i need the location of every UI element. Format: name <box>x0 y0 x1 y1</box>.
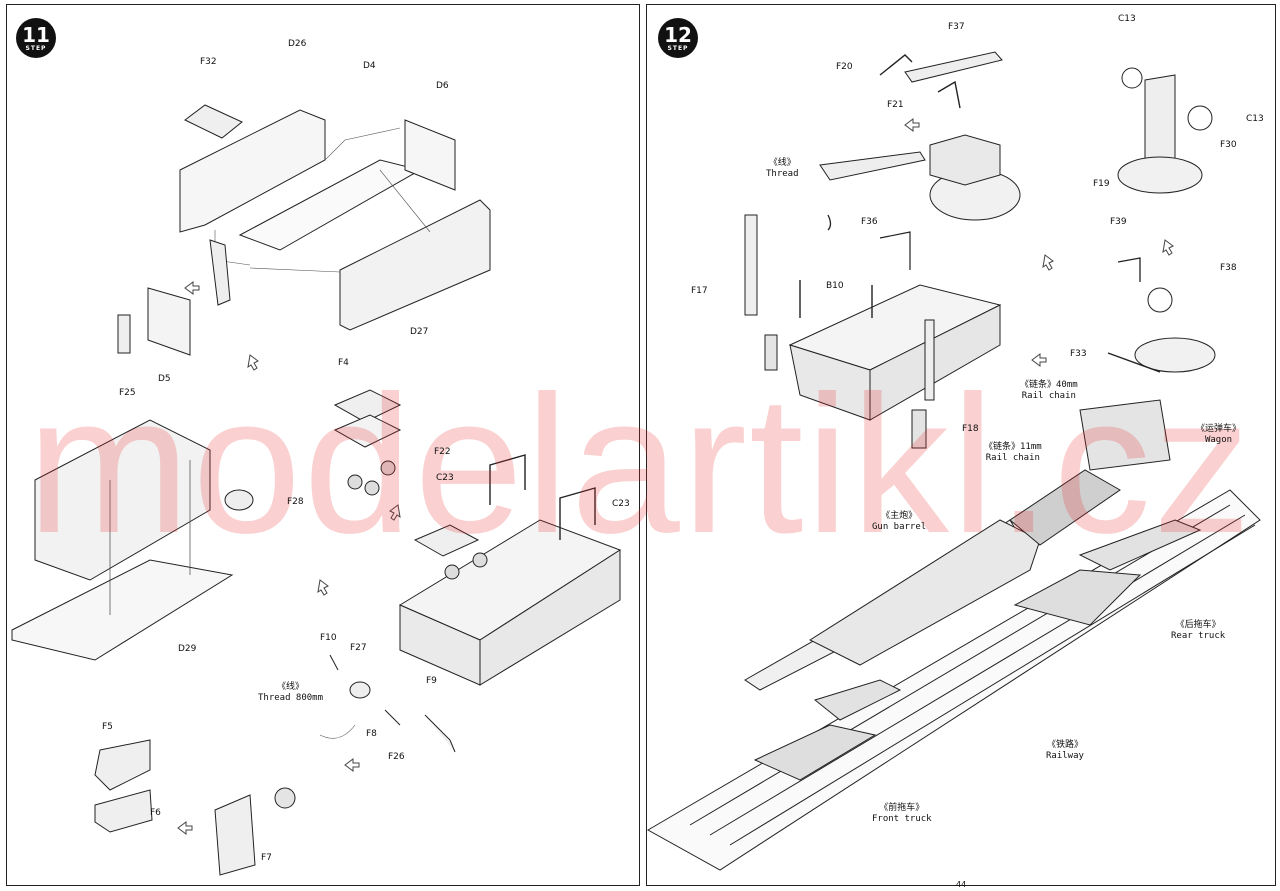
front-cn: 《前拖车》 <box>879 803 925 813</box>
step-number: 12 <box>664 22 692 47</box>
chain-en: Rail chain <box>1021 391 1076 401</box>
label-F37: F37 <box>948 22 965 32</box>
label-F27: F27 <box>350 643 367 653</box>
rammer-arm-F37 <box>879 51 1003 109</box>
label-D29: D29 <box>178 644 197 654</box>
label-F5: F5 <box>102 722 113 732</box>
loading-tray-F36 <box>819 134 1021 231</box>
label-railway: 《铁路》 Railway <box>1046 740 1084 762</box>
label-C13-top: C13 <box>1118 14 1136 24</box>
label-rail-chain-11mm: 《链条》11mm Rail chain <box>984 442 1042 464</box>
label-C23-left: C23 <box>436 473 454 483</box>
hull-frame-assembly <box>179 104 491 331</box>
rear-cn: 《后拖车》 <box>1175 620 1221 630</box>
label-F8: F8 <box>366 729 377 739</box>
bogie-F4-F22 <box>333 389 402 496</box>
label-rail-chain-40mm: 《链条》40mm Rail chain <box>1020 380 1078 402</box>
direction-arrows-12 <box>904 118 1174 367</box>
label-F9: F9 <box>426 676 437 686</box>
label-F25: F25 <box>119 388 136 398</box>
label-wagon: 《运弹车》 Wagon <box>1196 424 1241 446</box>
label-F39: F39 <box>1110 217 1127 227</box>
coupler-F7 <box>214 787 296 876</box>
hoist-F38-F39 <box>1107 257 1216 373</box>
part-F28 <box>224 489 254 511</box>
chain-cn: 《链条》40mm <box>1020 380 1078 390</box>
thread-en: Thread 800mm <box>258 693 324 703</box>
label-rear-truck: 《后拖车》 Rear truck <box>1171 620 1225 642</box>
wagon-cn: 《运弹车》 <box>1196 424 1242 434</box>
label-D27: D27 <box>410 327 429 337</box>
front-truck <box>753 679 902 781</box>
thread-cn: 《线》 <box>277 682 305 692</box>
rear-truck <box>1013 519 1202 626</box>
rail-chains <box>1009 399 1171 546</box>
gun-barrel <box>744 519 1041 691</box>
coupler-F5-F6 <box>94 739 153 833</box>
label-F30: F30 <box>1220 140 1237 150</box>
label-F7: F7 <box>261 853 272 863</box>
label-F17: F17 <box>691 286 708 296</box>
label-F28: F28 <box>287 497 304 507</box>
page-number: 44 <box>956 880 967 889</box>
barrel-en: Gun barrel <box>872 522 927 532</box>
step-12-badge: 12 STEP <box>658 18 698 58</box>
step-label: STEP <box>667 44 689 52</box>
handwheel-C13-assembly <box>1117 67 1213 194</box>
label-D5: D5 <box>158 374 171 384</box>
label-gun-barrel: 《主炮》 Gun barrel <box>872 511 926 533</box>
label-D26: D26 <box>288 39 307 49</box>
label-F32: F32 <box>200 57 217 67</box>
rail-en: Railway <box>1046 751 1084 761</box>
label-F22: F22 <box>434 447 451 457</box>
label-B10: B10 <box>826 281 844 291</box>
thread-cn: 《线》 <box>768 158 796 168</box>
rear-en: Rear truck <box>1171 631 1226 641</box>
label-F38: F38 <box>1220 263 1237 273</box>
rail-cn: 《铁路》 <box>1046 740 1083 750</box>
chain-cn: 《链条》11mm <box>984 442 1042 452</box>
main-carriage-F17-F18 <box>744 214 1002 449</box>
label-F18: F18 <box>962 424 979 434</box>
label-F21: F21 <box>887 100 904 110</box>
deck-assembly-C23 <box>398 454 622 686</box>
railway-base <box>646 489 1261 871</box>
chain-en: Rail chain <box>985 453 1040 463</box>
label-F20: F20 <box>836 62 853 72</box>
hull-body-D29 <box>11 419 234 661</box>
step-11-badge: 11 STEP <box>16 18 56 58</box>
label-F4: F4 <box>338 358 349 368</box>
label-front-truck: 《前拖车》 Front truck <box>872 803 932 825</box>
label-F33: F33 <box>1070 349 1087 359</box>
label-D6: D6 <box>436 81 449 91</box>
label-C13-right: C13 <box>1246 114 1264 124</box>
step-number: 11 <box>22 22 50 47</box>
label-F19: F19 <box>1093 179 1110 189</box>
direction-arrows-11 <box>177 281 401 835</box>
barrel-cn: 《主炮》 <box>881 511 918 521</box>
label-F10: F10 <box>320 633 337 643</box>
front-en: Front truck <box>872 814 932 824</box>
label-F36: F36 <box>861 217 878 227</box>
wagon-en: Wagon <box>1204 435 1233 445</box>
label-F6: F6 <box>150 808 161 818</box>
label-D4: D4 <box>363 61 376 71</box>
bracket-D5-F25 <box>117 287 191 356</box>
label-thread-800mm: 《线》 Thread 800mm <box>258 682 323 704</box>
label-thread-right: 《线》 Thread <box>766 158 799 180</box>
label-C23-right: C23 <box>612 499 630 509</box>
thread-en: Thread <box>766 169 799 179</box>
label-F26: F26 <box>388 752 405 762</box>
step-label: STEP <box>25 44 47 52</box>
coupling-parts <box>319 654 456 753</box>
